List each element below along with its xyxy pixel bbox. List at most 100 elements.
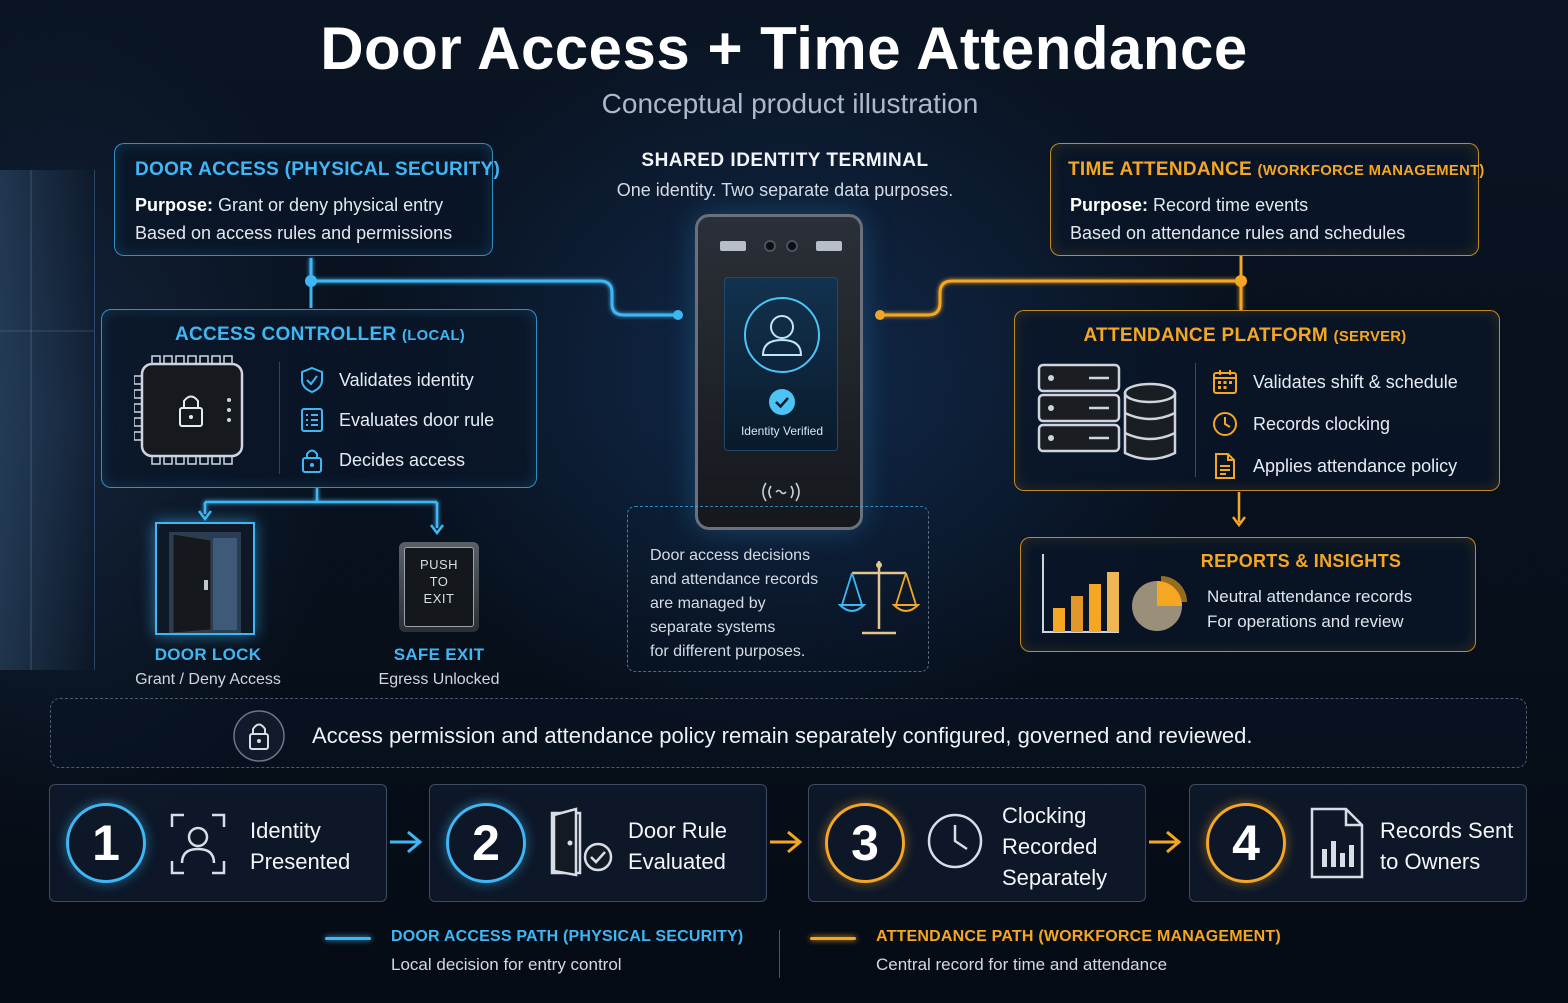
shield-check-icon <box>301 366 323 394</box>
legend-door-text: Local decision for entry control <box>391 955 622 974</box>
terminal-title: SHARED IDENTITY TERMINAL <box>641 150 929 171</box>
identity-terminal-device: Identity Verified <box>695 214 863 530</box>
push-to-exit-button: PUSH TO EXIT <box>399 542 479 632</box>
face-id-icon <box>744 297 820 373</box>
legend-door-access: DOOR ACCESS PATH (PHYSICAL SECURITY) Loc… <box>325 926 765 986</box>
time-attendance-panel: TIME ATTENDANCE (WORKFORCE MANAGEMENT) P… <box>1050 143 1484 256</box>
attendance-path-line <box>880 279 1243 317</box>
controller-output-line <box>203 488 439 528</box>
step-1-number: 1 <box>66 803 146 883</box>
arrow-icon <box>390 830 423 854</box>
platform-feature-clocking: Records clocking <box>1211 403 1458 445</box>
step-4-number: 4 <box>1206 803 1286 883</box>
time-attendance-title: TIME ATTENDANCE (WORKFORCE MANAGEMENT) <box>1068 159 1485 180</box>
terminal-left-node <box>673 310 683 320</box>
terminal-screen: Identity Verified <box>724 277 838 451</box>
bar-pie-chart-icon <box>1042 554 1187 633</box>
terminal-right-node <box>875 310 885 320</box>
push-to-exit-face: PUSH TO EXIT <box>404 547 474 627</box>
legend-door-line <box>325 937 371 940</box>
door-lock-title: DOOR LOCK <box>154 645 262 664</box>
door-path-line <box>309 258 678 317</box>
door-icon <box>169 532 241 634</box>
arrow-icon <box>770 830 803 854</box>
door-access-title: DOOR ACCESS (PHYSICAL SECURITY) <box>135 159 501 180</box>
identity-verified-text: Identity Verified <box>740 424 824 438</box>
reports-title: REPORTS & INSIGHTS <box>1200 551 1402 571</box>
report-document-icon <box>1310 807 1364 879</box>
platform-to-reports-arrow <box>1232 516 1246 528</box>
nfc-icon <box>762 482 800 502</box>
platform-feature-policy: Applies attendance policy <box>1211 445 1458 487</box>
step-4: 4 Records Sent to Owners <box>1189 784 1527 902</box>
window-background <box>0 170 95 670</box>
access-controller-panel: ACCESS CONTROLLER (LOCAL) Validates iden… <box>101 309 537 488</box>
policy-note-text: Access permission and attendance policy … <box>312 723 1253 748</box>
step-1-text: Identity Presented <box>250 818 351 874</box>
terminal-sensor-left <box>720 241 746 251</box>
attendance-platform-title: ATTENDANCE PLATFORM (SERVER) <box>1083 325 1407 346</box>
terminal-subtitle: One identity. Two separate data purposes… <box>616 180 954 200</box>
time-attendance-basis: Based on attendance rules and schedules <box>1070 223 1406 243</box>
door-lock-label: DOOR LOCK Grant / Deny Access <box>108 645 308 689</box>
attendance-platform-panel: ATTENDANCE PLATFORM (SERVER) Validates s… <box>1014 310 1500 491</box>
platform-feature-list: Validates shift & schedule Records clock… <box>1211 361 1458 487</box>
access-controller-title: ACCESS CONTROLLER (LOCAL) <box>174 324 466 345</box>
reports-text: Neutral attendance records For operation… <box>1207 587 1413 631</box>
legend-attendance-text: Central record for time and attendance <box>876 955 1168 974</box>
reports-panel: REPORTS & INSIGHTS Neutral attendance re… <box>1020 537 1476 652</box>
controller-divider <box>279 362 280 474</box>
clock-icon <box>1213 412 1237 436</box>
separation-box: Door access decisions and attendance rec… <box>627 506 929 672</box>
face-scan-icon <box>170 813 226 875</box>
safe-exit-subtitle: Egress Unlocked <box>378 671 500 688</box>
calendar-icon <box>1213 370 1237 394</box>
legend-attendance: ATTENDANCE PATH (WORKFORCE MANAGEMENT) C… <box>810 926 1310 986</box>
scales-icon <box>838 561 920 635</box>
legend-attendance-line <box>810 937 856 940</box>
controller-feature-decides: Decides access <box>299 440 494 480</box>
rule-list-icon <box>301 408 323 432</box>
time-attendance-purpose: Purpose: Record time events <box>1070 195 1309 215</box>
legend-attendance-title: ATTENDANCE PATH (WORKFORCE MANAGEMENT) <box>876 928 1281 945</box>
controller-feature-list: Validates identity Evaluates door rule D… <box>299 360 494 480</box>
door-check-icon <box>550 807 613 877</box>
door-lock-arrow <box>198 510 212 522</box>
legend-door-title: DOOR ACCESS PATH (PHYSICAL SECURITY) <box>391 928 744 945</box>
platform-divider <box>1195 363 1196 477</box>
terminal-sensor-right <box>816 241 842 251</box>
step-1: 1 Identity Presented <box>49 784 387 902</box>
clock-icon <box>927 813 983 869</box>
step-2-text: Door Rule Evaluated <box>628 818 728 874</box>
safe-exit-arrow <box>430 524 444 536</box>
step-2-number: 2 <box>446 803 526 883</box>
controller-feature-evaluates: Evaluates door rule <box>299 400 494 440</box>
controller-board-icon <box>134 355 244 465</box>
camera-icon <box>764 240 776 252</box>
lock-icon <box>302 449 322 473</box>
door-access-purpose: Purpose: Grant or deny physical entry <box>135 195 444 215</box>
door-lock-subtitle: Grant / Deny Access <box>135 671 281 688</box>
policy-note-bar: Access permission and attendance policy … <box>50 698 1527 768</box>
check-icon <box>769 389 795 415</box>
legend-divider <box>779 930 780 978</box>
document-icon <box>1215 453 1235 479</box>
step-4-text: Records Sent to Owners <box>1380 818 1514 874</box>
platform-feature-schedule: Validates shift & schedule <box>1211 361 1458 403</box>
separation-text: Door access decisions and attendance rec… <box>650 547 819 660</box>
arrow-icon <box>1149 830 1182 854</box>
door-lock-visual <box>155 522 255 635</box>
step-3-number: 3 <box>825 803 905 883</box>
lock-icon <box>233 710 285 762</box>
page-subtitle: Conceptual product illustration <box>601 88 979 119</box>
door-access-basis: Based on access rules and permissions <box>135 223 453 243</box>
safe-exit-title: SAFE EXIT <box>393 645 485 664</box>
server-database-icon <box>1037 363 1177 461</box>
camera-icon-2 <box>786 240 798 252</box>
page-title: Door Access + Time Attendance <box>320 15 1248 82</box>
controller-feature-validates: Validates identity <box>299 360 494 400</box>
step-3-text: Clocking Recorded Separately <box>1002 803 1108 890</box>
safe-exit-label: SAFE EXIT Egress Unlocked <box>339 645 539 689</box>
terminal-label: SHARED IDENTITY TERMINAL One identity. T… <box>600 150 970 201</box>
